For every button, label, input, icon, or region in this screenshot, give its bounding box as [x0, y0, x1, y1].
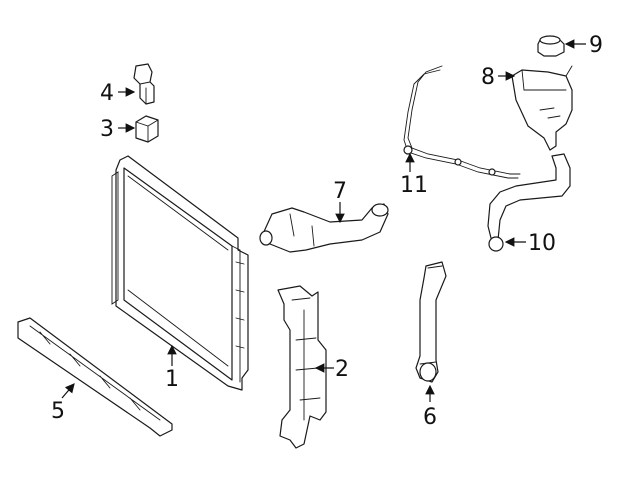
- callout-3: 3: [100, 117, 114, 142]
- radiator-part: [111, 155, 249, 391]
- callout-1: 1: [165, 367, 179, 392]
- callout-8: 8: [481, 65, 495, 90]
- callout-5: 5: [51, 399, 65, 424]
- upper-hose-part: [259, 203, 389, 253]
- expansion-tank-part: [511, 65, 573, 151]
- vent-line-part: [403, 65, 521, 179]
- clip-part: [133, 63, 155, 105]
- callout-11: 11: [400, 173, 428, 198]
- callout-labels: 1 2 3 4 5 6 7 8 9 10 11: [51, 33, 603, 430]
- deflector-part: [17, 317, 173, 437]
- bracket-part: [277, 285, 327, 449]
- callout-10: 10: [528, 231, 556, 256]
- tank-hose-part: [487, 153, 571, 252]
- callout-6: 6: [423, 405, 437, 430]
- callout-9: 9: [589, 33, 603, 58]
- leader-lines: [61, 39, 586, 402]
- callout-2: 2: [335, 357, 349, 382]
- bushing-part: [135, 115, 159, 143]
- cap-part: [537, 35, 565, 57]
- lower-hose-part: [415, 261, 447, 383]
- callout-7: 7: [333, 179, 347, 204]
- callout-4: 4: [100, 81, 114, 106]
